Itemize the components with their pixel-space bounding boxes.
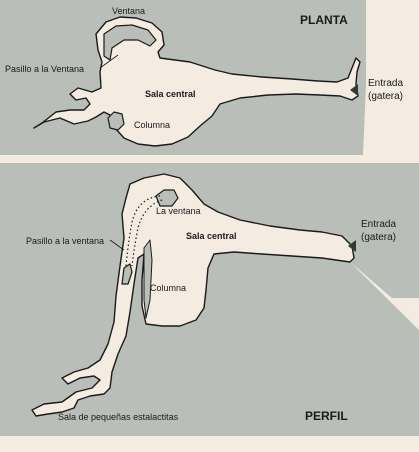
perfil-ventana-rock xyxy=(155,189,179,207)
perfil-entrada-arrow-icon xyxy=(348,240,356,252)
planta-inner-rock xyxy=(103,24,157,61)
perfil-label-entrada-line2: (gatera) xyxy=(361,232,396,243)
perfil-pasillo-pillar xyxy=(121,263,133,285)
perfil-label-columna: Columna xyxy=(150,283,186,293)
perfil-label-sala-central: Sala central xyxy=(186,231,237,241)
perfil-label-la-ventana: La ventana xyxy=(156,206,201,216)
planta-label-columna: Columna xyxy=(134,120,170,130)
planta-label-entrada-line1: Entrada xyxy=(368,78,403,89)
perfil-cave-outline xyxy=(31,173,355,417)
perfil-title: PERFIL xyxy=(305,409,348,423)
perfil-pasillo-leader xyxy=(109,239,125,251)
perfil-label-entrada-line1: Entrada xyxy=(361,219,396,230)
planta-title: PLANTA xyxy=(300,13,348,27)
perfil-dotted-passage-1 xyxy=(125,195,161,267)
planta-label-pasillo: Pasillo a la Ventana xyxy=(5,64,84,74)
planta-panel: PLANTA Ventana Pasillo a la Ventana Sala… xyxy=(0,0,403,155)
perfil-columna-pillar xyxy=(143,239,153,319)
planta-rock-edge xyxy=(363,0,366,155)
perfil-panel: PERFIL La ventana Sala central Pasillo a… xyxy=(0,163,419,436)
planta-label-entrada-line2: (gatera) xyxy=(368,91,403,102)
planta-label-sala-central: Sala central xyxy=(145,89,196,99)
perfil-label-sala-estalactitas: Sala de pequeñas estalactitas xyxy=(58,412,179,422)
planta-entrada-arrow-icon xyxy=(350,84,358,96)
planta-columna-pillar xyxy=(107,111,125,131)
perfil-rock-edge xyxy=(350,262,419,436)
planta-label-ventana: Ventana xyxy=(112,6,145,16)
perfil-label-pasillo: Pasillo a la ventana xyxy=(26,236,104,246)
planta-pasillo-leader xyxy=(99,54,119,69)
